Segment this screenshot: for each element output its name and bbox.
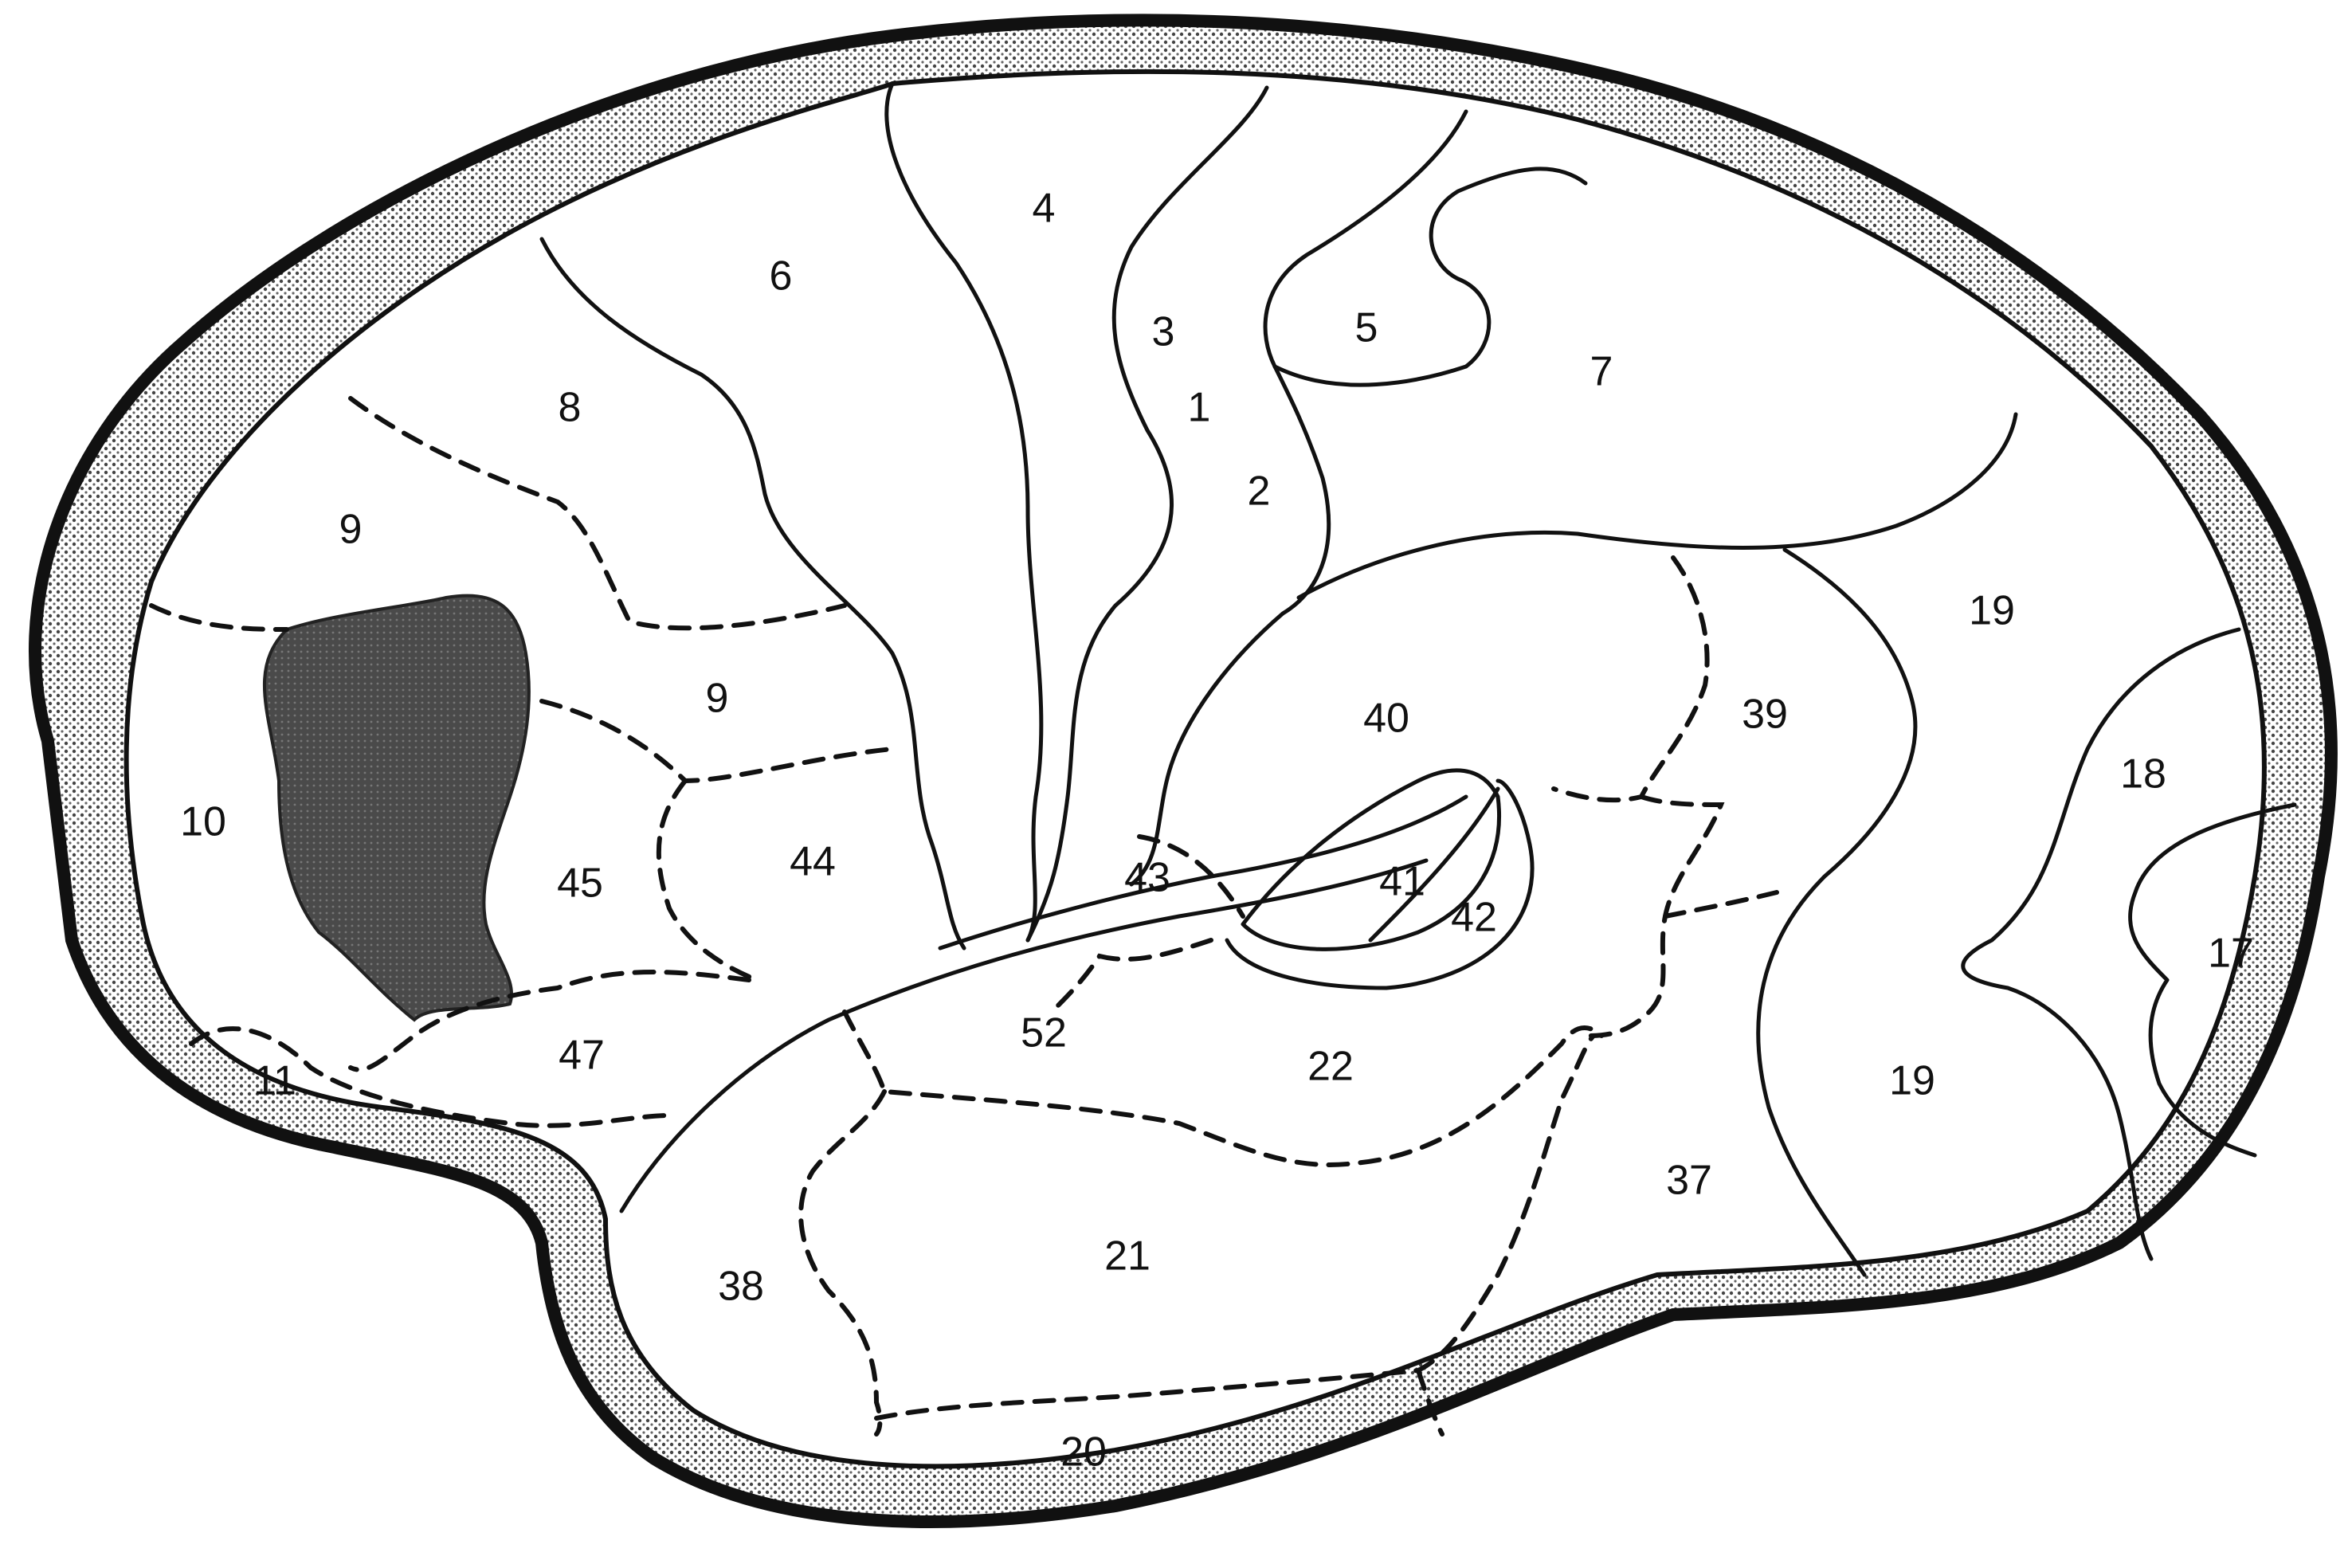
area-label: 18: [2120, 751, 2166, 798]
area-label: 42: [1451, 895, 1497, 941]
area-label: 3: [1152, 309, 1175, 355]
area-label: 44: [790, 839, 836, 885]
area-label: 19: [1969, 588, 2015, 634]
area-label: 52: [1021, 1010, 1067, 1056]
area-label: 43: [1124, 855, 1170, 901]
area-label: 19: [1889, 1058, 1935, 1104]
area-label: 5: [1355, 305, 1378, 351]
area-label: 41: [1379, 859, 1425, 905]
area-label: 8: [559, 385, 582, 431]
area-label: 11: [253, 1058, 296, 1104]
area-label: 38: [718, 1264, 764, 1310]
area-label: 2: [1248, 468, 1271, 515]
area-label: 17: [2208, 931, 2254, 977]
area-label: 45: [557, 860, 603, 907]
area-label: 4: [1033, 186, 1056, 232]
area-label: 1: [1188, 385, 1211, 431]
area-label: 10: [180, 799, 226, 845]
area-label: 22: [1307, 1044, 1354, 1090]
area-label: 37: [1666, 1158, 1712, 1204]
area-label: 7: [1590, 349, 1613, 395]
area-label: 9: [706, 676, 729, 722]
area-label: 39: [1742, 692, 1788, 738]
area-label: 47: [559, 1033, 605, 1079]
area-label: 6: [770, 253, 793, 300]
area-label: 21: [1104, 1233, 1151, 1280]
area-label: 40: [1363, 696, 1409, 742]
area-label: 20: [1060, 1429, 1107, 1476]
area-label: 9: [339, 507, 363, 553]
